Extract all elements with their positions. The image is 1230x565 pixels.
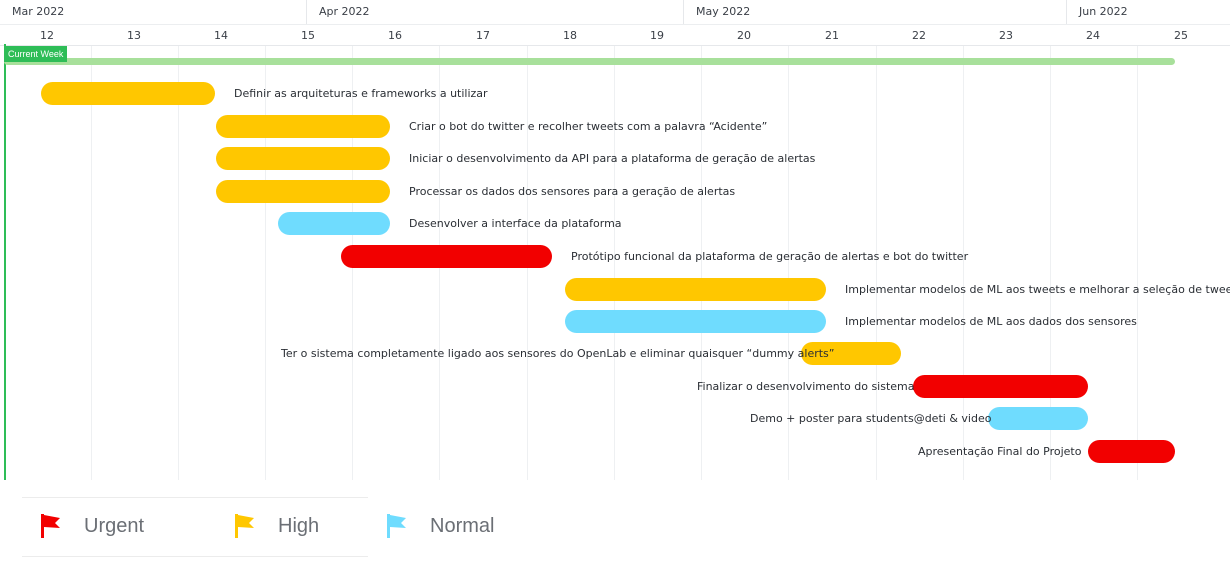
legend-item-normal: Normal bbox=[384, 511, 494, 541]
week-label: 25 bbox=[1174, 29, 1188, 42]
week-gridline bbox=[265, 46, 266, 480]
week-gridline bbox=[1137, 46, 1138, 480]
task-bar[interactable] bbox=[216, 115, 390, 138]
week-label: 22 bbox=[912, 29, 926, 42]
task-label: Definir as arquiteturas e frameworks a u… bbox=[234, 87, 488, 100]
month-label: Mar 2022 bbox=[12, 5, 65, 18]
week-gridline bbox=[963, 46, 964, 480]
legend-label: High bbox=[278, 514, 320, 537]
task-label: Implementar modelos de ML aos dados dos … bbox=[845, 315, 1137, 328]
week-label: 18 bbox=[563, 29, 577, 42]
priority-legend: Urgent High Normal bbox=[22, 497, 622, 557]
task-label: Processar os dados dos sensores para a g… bbox=[409, 185, 736, 198]
week-label: 21 bbox=[825, 29, 839, 42]
task-bar[interactable] bbox=[41, 82, 215, 105]
month-label: Apr 2022 bbox=[306, 0, 528, 24]
blue-flag-icon bbox=[387, 514, 406, 538]
week-label: 17 bbox=[476, 29, 490, 42]
week-gridline bbox=[876, 46, 877, 480]
task-bar[interactable] bbox=[913, 375, 1088, 398]
week-gridline bbox=[788, 46, 789, 480]
task-bar[interactable] bbox=[988, 407, 1088, 430]
task-label: Ter o sistema completamente ligado aos s… bbox=[281, 347, 835, 360]
week-gridline bbox=[614, 46, 615, 480]
yellow-flag-icon bbox=[235, 514, 254, 538]
task-label: Apresentação Final do Projeto bbox=[918, 445, 1082, 458]
week-label: 19 bbox=[650, 29, 664, 42]
task-bar[interactable] bbox=[565, 278, 826, 301]
task-label: Demo + poster para students@deti & video bbox=[750, 412, 992, 425]
month-label: May 2022 bbox=[683, 0, 911, 24]
current-week-badge: Current Week bbox=[4, 46, 68, 62]
current-week-bar bbox=[4, 58, 1175, 65]
task-bar[interactable] bbox=[216, 147, 390, 170]
week-header: 12 13 14 15 16 17 18 19 20 21 22 23 24 2… bbox=[0, 24, 1230, 46]
week-label: 12 bbox=[40, 29, 54, 42]
legend-label: Urgent bbox=[84, 514, 145, 537]
month-header: Mar 2022 Apr 2022 May 2022 Jun 2022 bbox=[0, 0, 1230, 24]
task-bar[interactable] bbox=[278, 212, 390, 235]
task-label: Protótipo funcional da plataforma de ger… bbox=[571, 250, 969, 263]
task-bar[interactable] bbox=[1088, 440, 1175, 463]
task-bar[interactable] bbox=[341, 245, 552, 268]
task-label: Iniciar o desenvolvimento da API para a … bbox=[409, 152, 816, 165]
week-label: 16 bbox=[388, 29, 402, 42]
month-label: Jun 2022 bbox=[1066, 0, 1230, 24]
week-label: 20 bbox=[737, 29, 751, 42]
week-label: 24 bbox=[1086, 29, 1100, 42]
task-label: Desenvolver a interface da plataforma bbox=[409, 217, 622, 230]
legend-frame bbox=[22, 497, 368, 557]
task-label: Criar o bot do twitter e recolher tweets… bbox=[409, 120, 768, 133]
task-bar[interactable] bbox=[216, 180, 390, 203]
legend-item-urgent: Urgent bbox=[38, 511, 144, 541]
task-bar[interactable] bbox=[565, 310, 826, 333]
week-label: 23 bbox=[999, 29, 1013, 42]
week-gridline bbox=[178, 46, 179, 480]
legend-item-high: High bbox=[232, 511, 319, 541]
legend-label: Normal bbox=[430, 514, 495, 537]
current-week-line bbox=[4, 44, 6, 480]
week-label: 14 bbox=[214, 29, 228, 42]
red-flag-icon bbox=[41, 514, 60, 538]
task-label: Implementar modelos de ML aos tweets e m… bbox=[845, 283, 1230, 296]
week-label: 15 bbox=[301, 29, 315, 42]
week-label: 13 bbox=[127, 29, 141, 42]
task-bar[interactable] bbox=[801, 342, 901, 365]
gantt-chart: Mar 2022 Apr 2022 May 2022 Jun 2022 12 1… bbox=[0, 0, 1230, 480]
task-label: Finalizar o desenvolvimento do sistema bbox=[697, 380, 915, 393]
week-gridline bbox=[701, 46, 702, 480]
week-gridline bbox=[1050, 46, 1051, 480]
week-gridline bbox=[91, 46, 92, 480]
